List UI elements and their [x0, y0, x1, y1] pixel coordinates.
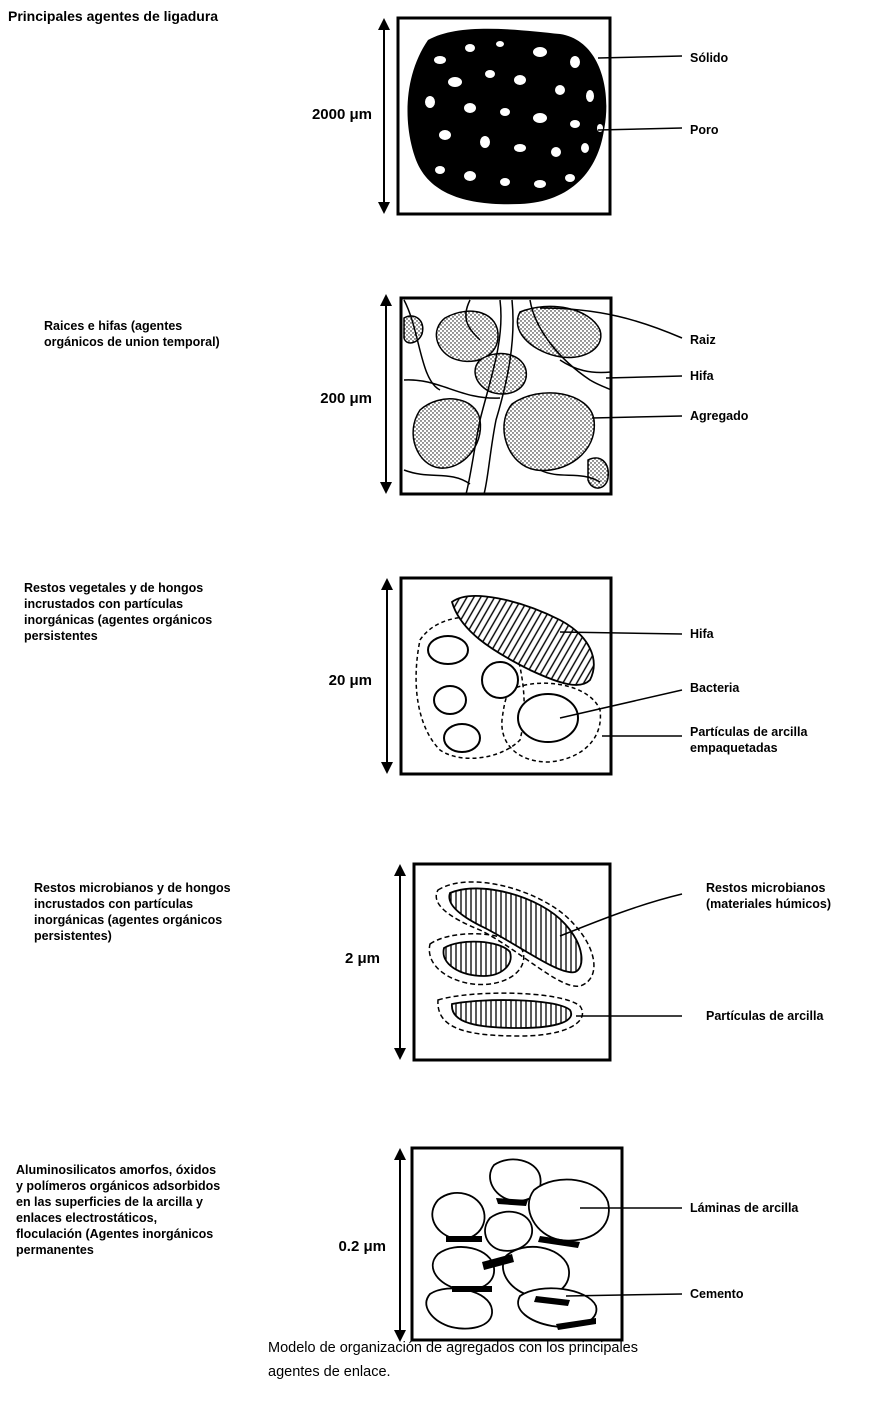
solid-aggregate — [407, 29, 606, 205]
level-1-panel — [378, 18, 682, 214]
label-laminas-arcilla: Láminas de arcilla — [690, 1200, 798, 1216]
level-5-panel — [394, 1148, 682, 1342]
scale-label-2000: 2000 μm — [262, 106, 372, 123]
description-level-5: Aluminosilicatos amorfos, óxidos y polím… — [16, 1162, 220, 1258]
figure-caption: Modelo de organización de agregados con … — [268, 1336, 638, 1384]
label-restos-microbianos: Restos microbianos (materiales húmicos) — [706, 880, 831, 912]
level-2-panel — [380, 294, 682, 494]
label-agregado: Agregado — [690, 408, 748, 424]
scale-label-0-2: 0.2 μm — [276, 1238, 386, 1255]
scale-label-2: 2 μm — [270, 950, 380, 967]
description-level-3: Restos vegetales y de hongos incrustados… — [24, 580, 212, 644]
label-hifa-2: Hifa — [690, 626, 714, 642]
diagram-title: Principales agentes de ligadura — [8, 8, 218, 24]
description-level-2: Raices e hifas (agentes orgánicos de uni… — [44, 318, 220, 350]
level-4-panel — [394, 864, 682, 1060]
label-bacteria: Bacteria — [690, 680, 739, 696]
label-particulas-arcilla: Partículas de arcilla — [706, 1008, 823, 1024]
label-poro: Poro — [690, 122, 718, 138]
label-raiz: Raiz — [690, 332, 716, 348]
label-cemento: Cemento — [690, 1286, 743, 1302]
label-hifa: Hifa — [690, 368, 714, 384]
scale-label-20: 20 μm — [262, 672, 372, 689]
level-3-panel — [381, 578, 682, 774]
description-level-4: Restos microbianos y de hongos incrustad… — [34, 880, 231, 944]
label-particulas-empaquetadas: Partículas de arcilla empaquetadas — [690, 724, 807, 756]
label-solido: Sólido — [690, 50, 728, 66]
scale-label-200: 200 μm — [262, 390, 372, 407]
